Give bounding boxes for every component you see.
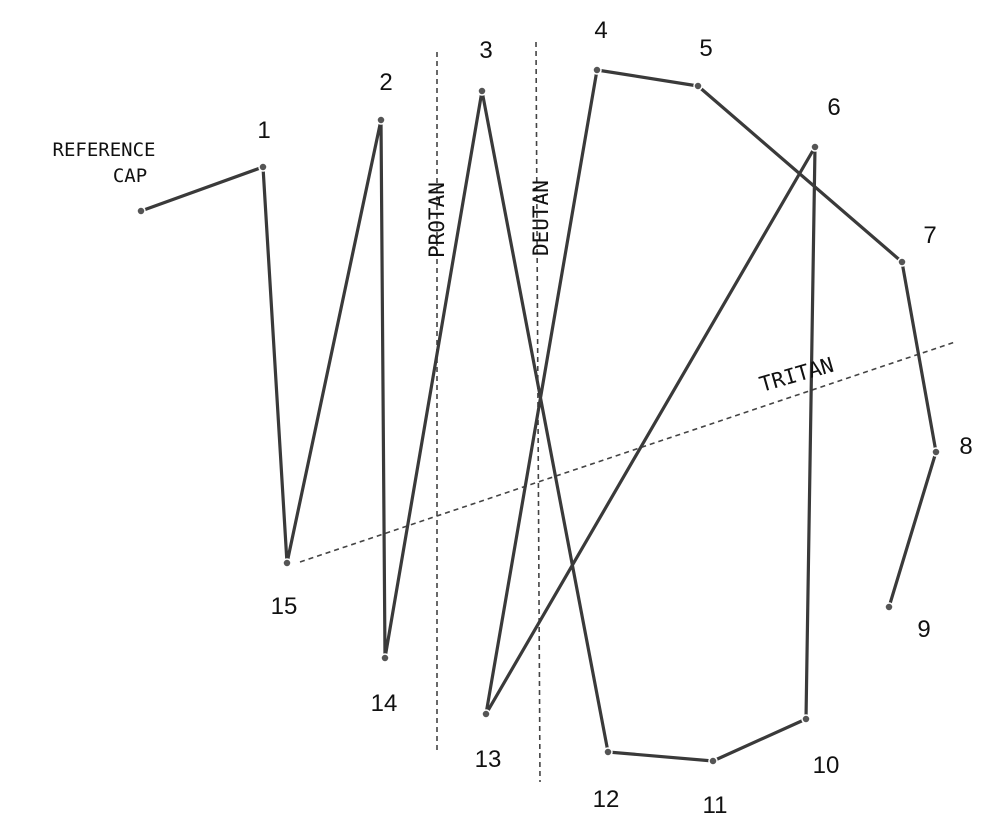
- cap-label-15: 15: [271, 593, 298, 620]
- cap-dot-14: [380, 653, 390, 663]
- cap-dot-4: [592, 65, 602, 75]
- cap-label-5: 5: [699, 35, 712, 62]
- reference-cap-dot: [136, 206, 146, 216]
- cap-dot-10: [801, 714, 811, 724]
- cap-label-8: 8: [959, 433, 972, 460]
- cap-dot-1: [258, 162, 268, 172]
- cap-label-1: 1: [257, 117, 270, 144]
- cap-label-11: 11: [703, 792, 728, 819]
- tritan-label: TRITAN: [757, 353, 837, 397]
- tritan-axis-line: [299, 341, 956, 563]
- cap-dot-8: [931, 447, 941, 457]
- reference-cap-label-line2: CAP: [113, 165, 147, 187]
- cap-label-13: 13: [475, 746, 502, 773]
- cap-label-2: 2: [379, 69, 392, 96]
- cap-label-4: 4: [594, 17, 607, 44]
- cap-label-10: 10: [813, 752, 840, 779]
- cap-label-9: 9: [917, 616, 930, 643]
- reference-cap-label-line1: REFERENCE: [53, 139, 156, 161]
- cap-dot-2: [376, 115, 386, 125]
- cap-dot-6: [810, 142, 820, 152]
- cap-label-3: 3: [479, 37, 492, 64]
- cap-dot-11: [708, 756, 718, 766]
- cap-dot-12: [603, 747, 613, 757]
- cap-label-7: 7: [923, 222, 936, 249]
- cap-dot-7: [897, 257, 907, 267]
- cap-dots: [136, 65, 941, 766]
- cap-dot-13: [481, 709, 491, 719]
- protan-label: PROTAN: [425, 182, 449, 258]
- cap-label-14: 14: [371, 690, 398, 717]
- arrangement-path: [139, 68, 938, 763]
- cap-dot-9: [884, 602, 894, 612]
- cap-label-12: 12: [593, 786, 620, 813]
- cap-label-6: 6: [827, 94, 840, 121]
- cap-dot-3: [477, 86, 487, 96]
- cap-dot-5: [693, 81, 703, 91]
- cap-dot-15: [282, 558, 292, 568]
- deutan-label: DEUTAN: [529, 180, 553, 256]
